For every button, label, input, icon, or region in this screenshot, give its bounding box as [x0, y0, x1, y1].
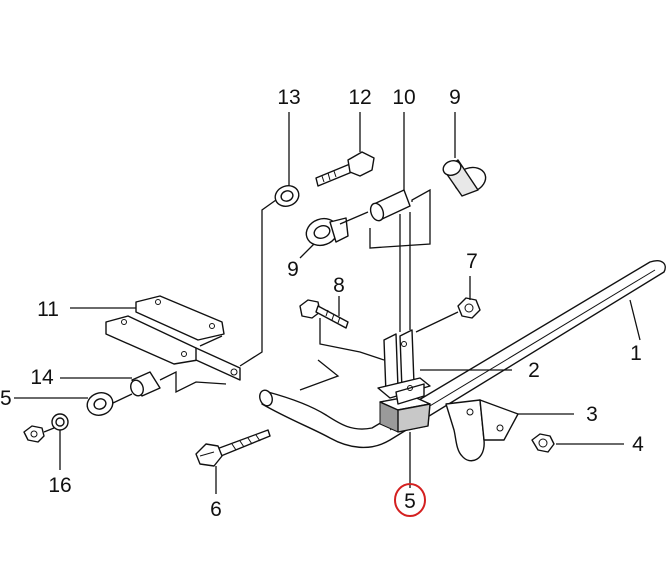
callout-8: 8: [333, 274, 345, 297]
sleeve-14: [130, 371, 161, 397]
callout-10: 10: [392, 86, 415, 109]
nut-left: [23, 425, 45, 443]
spacer-10: [369, 189, 411, 222]
callout-11: 11: [37, 298, 59, 321]
highlight-circle: [394, 483, 426, 517]
hinge-plate: [105, 295, 241, 381]
nut-7: [457, 297, 481, 319]
callout-9-upper: 9: [449, 86, 461, 109]
callout-14: 14: [30, 366, 54, 389]
callout-16: 16: [48, 474, 71, 497]
washer-16: [51, 413, 69, 431]
callout-labels: 13 12 10 9 9 8 7 11 1 14 2 15 3 4 16 6 5: [0, 86, 644, 521]
callout-2: 2: [528, 359, 540, 382]
callout-5: 5: [404, 490, 416, 513]
nut-4: [531, 433, 555, 453]
washer-15: [86, 392, 114, 416]
bracket: [377, 329, 431, 405]
callout-12: 12: [348, 86, 371, 109]
callout-15: 15: [0, 387, 12, 410]
sleeve-9-lower: [305, 217, 349, 247]
callout-13: 13: [277, 86, 300, 109]
bolt-8: [299, 299, 349, 329]
callout-1: 1: [630, 342, 642, 365]
clamp: [445, 399, 519, 462]
bolt-12: [315, 151, 375, 187]
callout-3: 3: [586, 403, 598, 426]
bushing: [379, 395, 431, 433]
callout-6: 6: [210, 498, 222, 521]
stabilizer-bar: [259, 260, 666, 449]
callout-4: 4: [632, 433, 644, 456]
sleeve-9-upper: [442, 159, 487, 197]
leader-lines: [14, 112, 641, 494]
grommet-13: [274, 185, 300, 207]
callout-7: 7: [466, 250, 478, 273]
bolt-6: [195, 429, 271, 467]
callout-9-lower: 9: [287, 258, 299, 281]
